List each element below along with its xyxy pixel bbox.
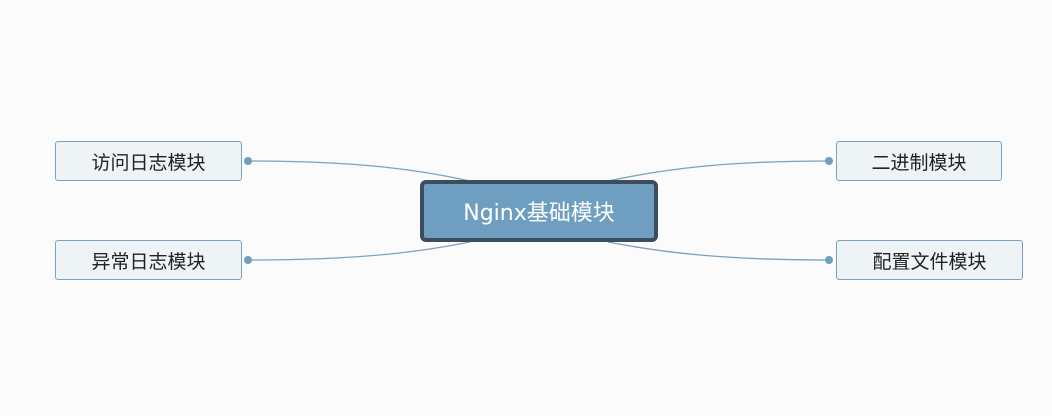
root-node-label: Nginx基础模块 xyxy=(463,201,615,226)
connector-error-log xyxy=(247,241,471,261)
branch-node-label: 异常日志模块 xyxy=(91,250,206,273)
branch-node-label: 访问日志模块 xyxy=(91,151,206,174)
connector-dot-binary xyxy=(825,157,833,165)
connector-dot-error-log xyxy=(244,256,252,264)
branch-node-label: 配置文件模块 xyxy=(872,250,987,273)
connector-dot-access-log xyxy=(244,157,252,165)
connector-dot-config-file xyxy=(825,256,833,264)
branch-node-label: 二进制模块 xyxy=(871,151,967,174)
branch-node-config-file[interactable]: 配置文件模块 xyxy=(836,240,1023,280)
branch-node-error-log[interactable]: 异常日志模块 xyxy=(55,240,242,280)
connector-config-file xyxy=(607,241,830,261)
connector-binary xyxy=(607,160,830,182)
branch-node-access-log[interactable]: 访问日志模块 xyxy=(55,141,242,181)
connector-access-log xyxy=(247,160,471,182)
root-node[interactable]: Nginx基础模块 xyxy=(420,180,658,242)
branch-node-binary[interactable]: 二进制模块 xyxy=(836,141,1002,181)
